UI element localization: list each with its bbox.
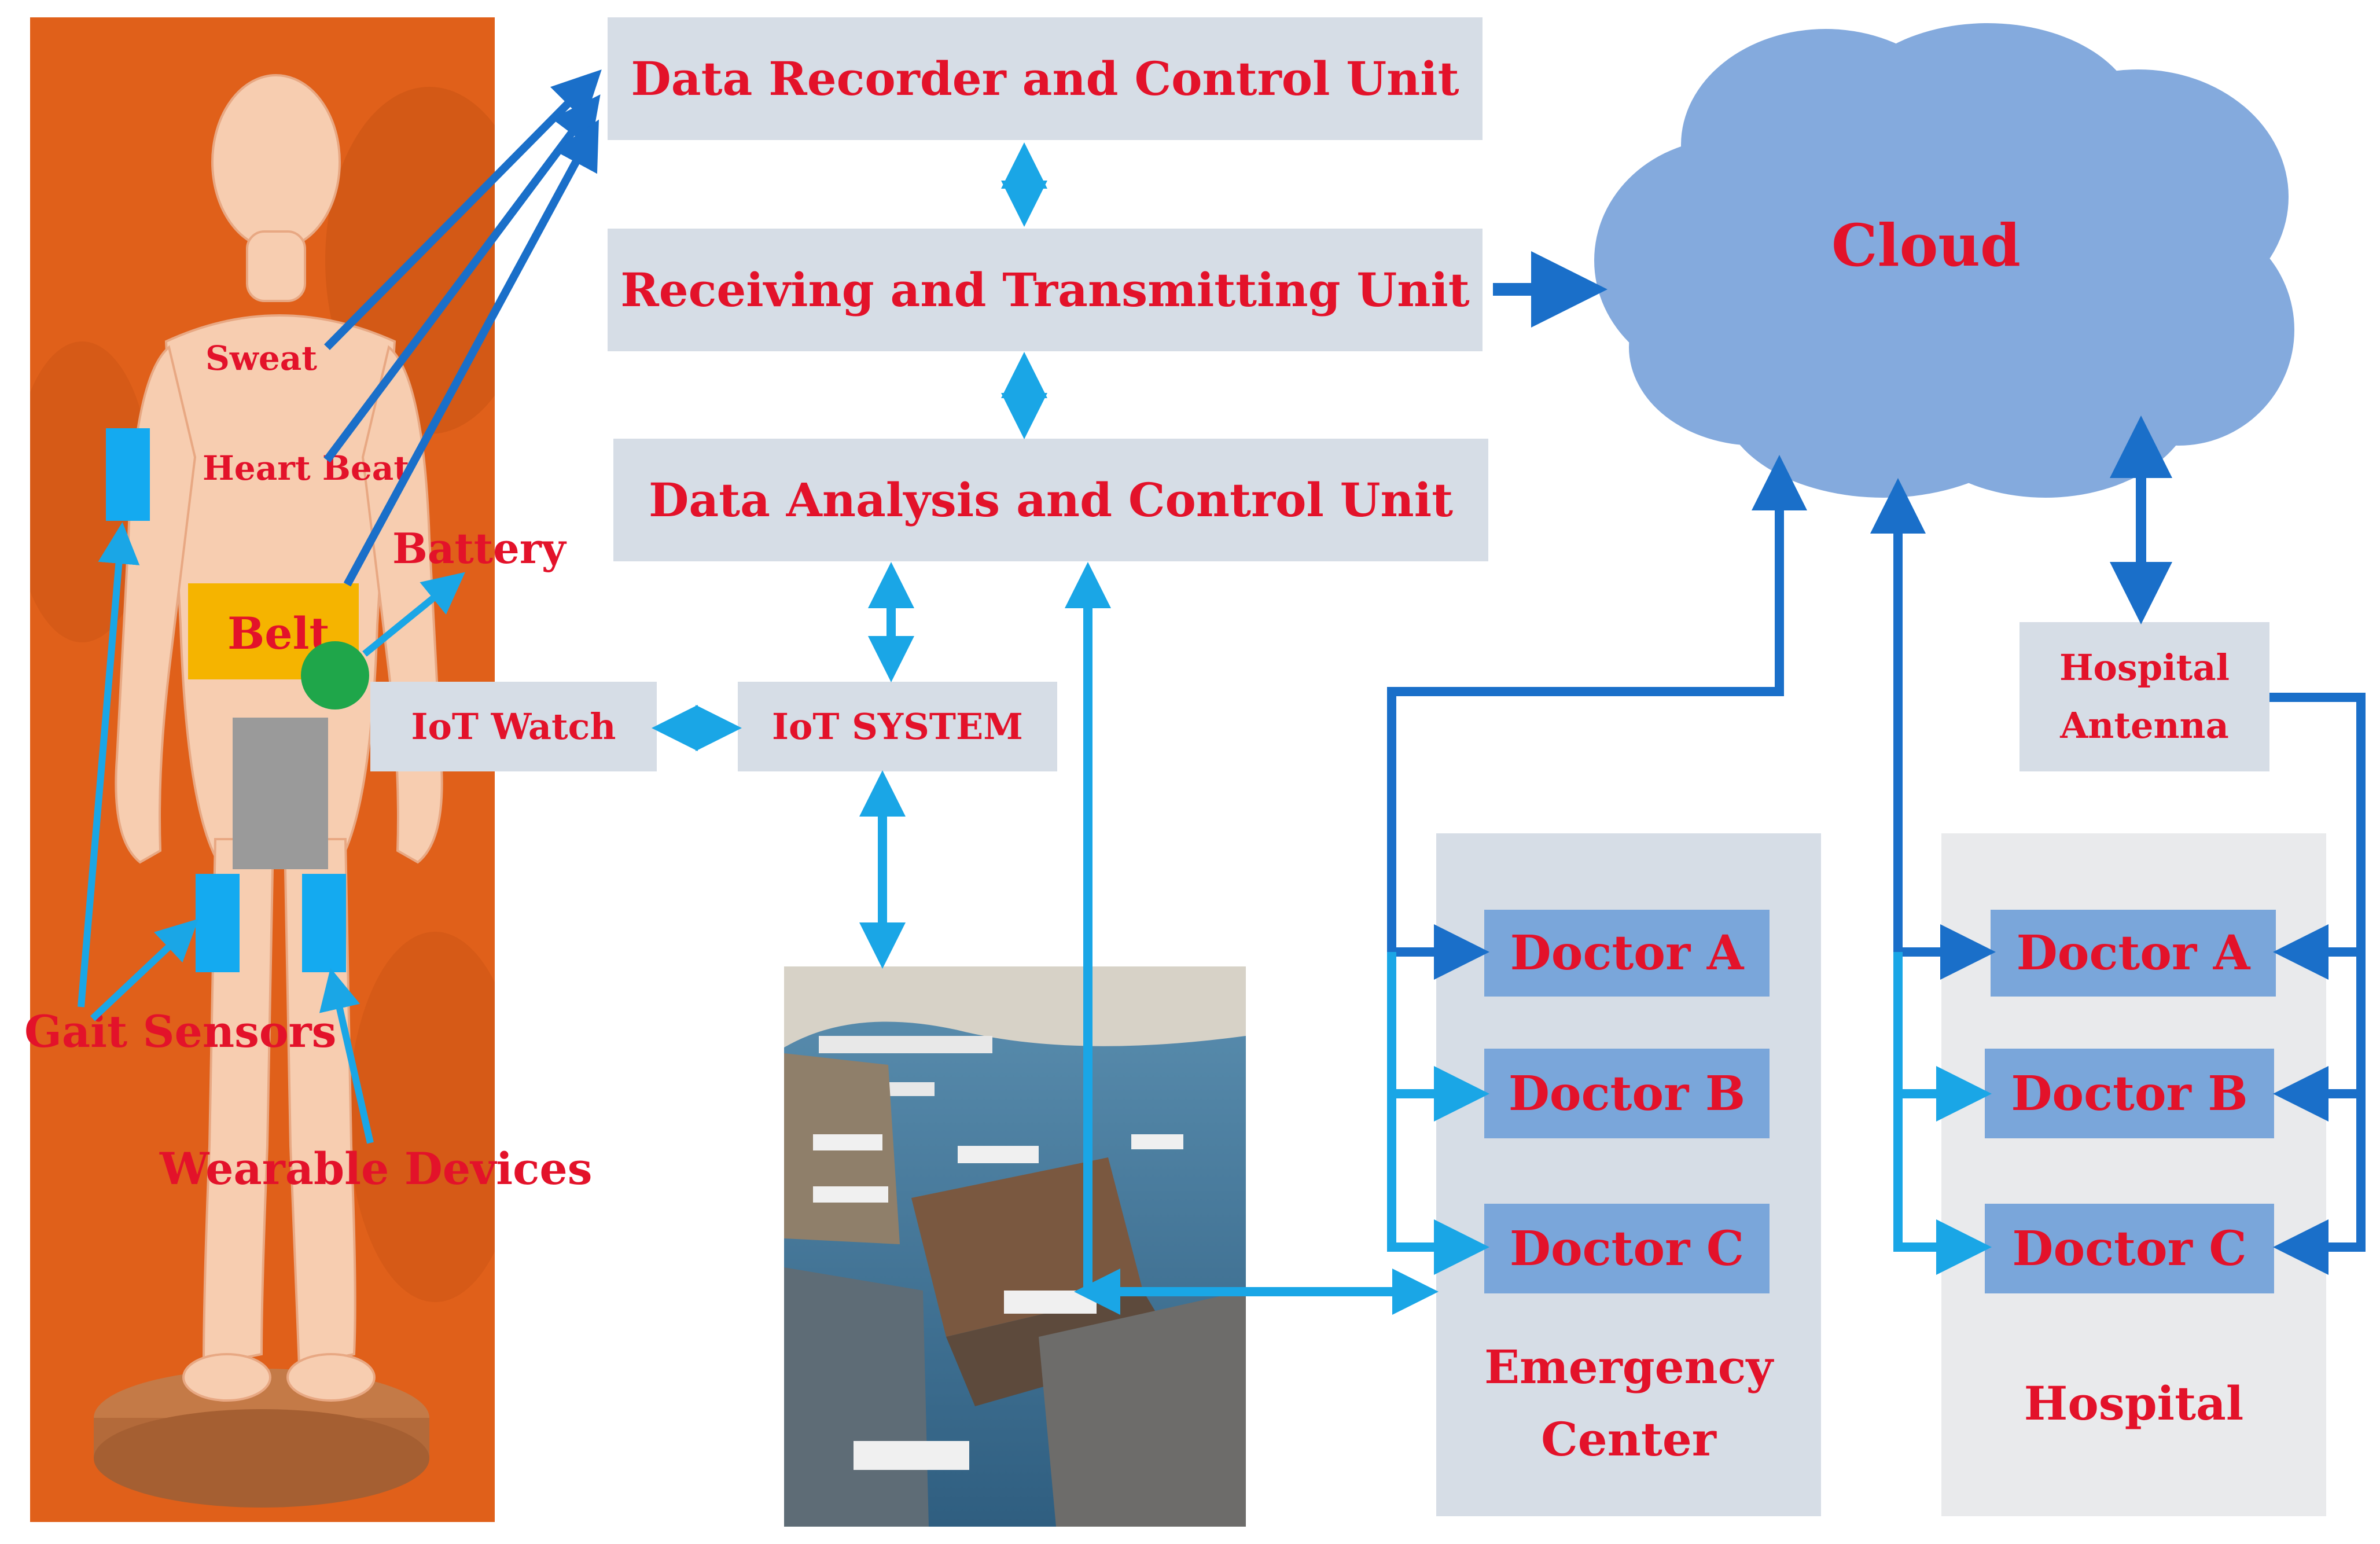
heart-beat-label: Heart Beat	[203, 449, 410, 488]
hospital-doctor-b-label: Doctor B	[2011, 1065, 2248, 1122]
data-analysis-control-unit: Data Analysis and Control Unit	[613, 439, 1488, 561]
unit-double-arrows	[652, 142, 1439, 1315]
hospital-doctor-c-label: Doctor C	[2012, 1221, 2247, 1277]
hospital-antenna-line1: Hospital	[2059, 646, 2230, 689]
emergency-doctor-c: Doctor C	[1484, 1204, 1770, 1293]
hospital-doctor-a-label: Doctor A	[2016, 925, 2250, 981]
leg-gait-sensor-left	[196, 874, 240, 972]
sweat-label: Sweat	[205, 339, 318, 378]
battery-label: Battery	[392, 524, 566, 573]
data-recorder-label: Data Recorder and Control Unit	[631, 52, 1459, 106]
iot-watch-box: IoT Watch	[370, 682, 657, 771]
data-analysis-label: Data Analysis and Control Unit	[648, 473, 1454, 527]
arm-gait-sensor	[106, 428, 150, 521]
hospital-doctor-feed-wires	[1893, 952, 1992, 1275]
receiving-transmitting-label: Receiving and Transmitting Unit	[620, 263, 1470, 317]
emergency-to-cloud-wire	[1387, 455, 1807, 980]
cloud-label: Cloud	[1831, 211, 2021, 280]
emergency-doctor-a-label: Doctor A	[1510, 925, 1744, 981]
gait-sensors-label: Gait Sensors	[24, 1006, 337, 1057]
emergency-doctor-feed-wires	[1387, 952, 1489, 1275]
iot-watch-label: IoT Watch	[411, 705, 616, 748]
emergency-center-title: Emergency Center	[1436, 1331, 1821, 1476]
battery-dot	[301, 641, 369, 709]
data-recorder-control-unit: Data Recorder and Control Unit	[608, 17, 1483, 140]
device-unit	[233, 718, 328, 869]
iot-system-box: IoT SYSTEM	[738, 682, 1057, 771]
emergency-doctor-b: Doctor B	[1484, 1049, 1770, 1138]
emergency-doctor-a: Doctor A	[1484, 910, 1770, 997]
cloud-shape	[1594, 23, 2294, 498]
emergency-center-title-line1: Emergency	[1484, 1340, 1773, 1394]
iot-system-label: IoT SYSTEM	[772, 705, 1023, 748]
emergency-center-title-line2: Center	[1541, 1412, 1716, 1466]
person-panel	[30, 17, 495, 1522]
person-light-arrows	[78, 522, 465, 1144]
harbor-image	[784, 966, 1246, 1527]
receiving-transmitting-unit: Receiving and Transmitting Unit	[608, 229, 1483, 351]
hospital-antenna-box: Hospital Antenna	[2019, 622, 2269, 771]
hospital-to-cloud-wire	[1870, 478, 1996, 980]
hospital-doctor-c: Doctor C	[1985, 1204, 2274, 1293]
human-figure-illustration	[30, 74, 495, 1508]
hospital-doctor-a: Doctor A	[1991, 910, 2276, 997]
city-harbor-photo	[784, 966, 1246, 1527]
hospital-title: Hospital	[2024, 1376, 2244, 1431]
sensor-to-recorder-arrows	[323, 69, 602, 587]
leg-gait-sensor-right	[302, 874, 346, 972]
wearable-devices-label: Wearable Devices	[160, 1143, 593, 1194]
antenna-to-doctors-wire	[2269, 693, 2366, 1275]
hospital-antenna-line2: Antenna	[2060, 704, 2229, 747]
hospital-doctor-b: Doctor B	[1985, 1049, 2274, 1138]
emergency-doctor-c-label: Doctor C	[1509, 1221, 1745, 1277]
emergency-doctor-b-label: Doctor B	[1508, 1065, 1746, 1122]
